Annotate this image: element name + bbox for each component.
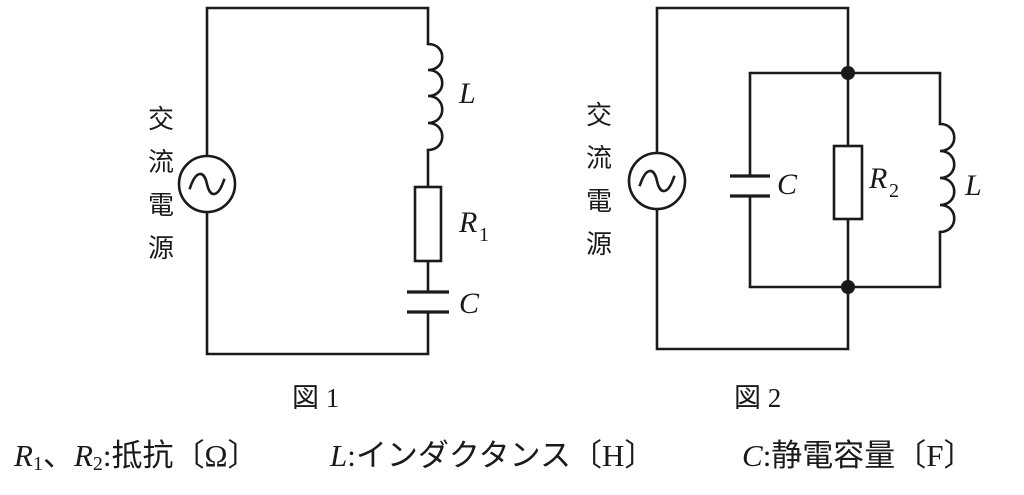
legend-resistance-text: :抵抗〔Ω〕 xyxy=(102,438,259,473)
fig1-source-char-3: 電 xyxy=(148,191,174,220)
fig1-inductor xyxy=(426,42,444,152)
fig2-source-char-3: 電 xyxy=(586,187,612,216)
fig1-source-char-1: 交 xyxy=(148,105,174,134)
fig2-junction-bottom xyxy=(841,280,855,294)
fig2-capacitor xyxy=(730,174,770,198)
legend-l-symbol: L xyxy=(330,438,348,473)
fig1-wire-loop xyxy=(205,6,430,356)
fig2-source-char-2: 流 xyxy=(586,144,612,173)
legend-r1-sub: 1 xyxy=(32,453,43,475)
symbol-legend: R1、R2:抵抗〔Ω〕 L:インダクタンス〔H〕 C:静電容量〔F〕 xyxy=(0,422,1024,482)
legend-comma: 、 xyxy=(42,438,74,473)
fig1-capacitor xyxy=(407,290,449,314)
figure-2: 交 流 電 源 C R 2 L 図 2 xyxy=(586,6,982,413)
fig1-inductor-label: L xyxy=(458,77,476,110)
legend-r2-symbol: R xyxy=(73,438,93,473)
fig1-caption: 図 1 xyxy=(292,383,339,413)
fig2-ac-source xyxy=(627,151,687,211)
fig2-source-char-1: 交 xyxy=(586,101,612,130)
fig2-caption: 図 2 xyxy=(734,383,781,413)
legend-r1-symbol: R xyxy=(14,438,33,473)
fig2-capacitor-label: C xyxy=(777,168,798,201)
fig2-wire-loop xyxy=(655,6,942,351)
legend-inductance: L:インダクタンス〔H〕 xyxy=(330,430,655,475)
legend-capacitance-text: :静電容量〔F〕 xyxy=(762,438,975,473)
fig1-source-char-4: 源 xyxy=(148,234,174,263)
legend-capacitance: C:静電容量〔F〕 xyxy=(742,430,975,475)
figure-1: 交 流 電 源 L R 1 C 図 1 xyxy=(148,6,489,413)
legend-c-symbol: C xyxy=(742,438,763,473)
legend-inductance-text: :インダクタンス〔H〕 xyxy=(347,438,656,473)
fig2-junction-top xyxy=(841,66,855,80)
fig1-capacitor-label: C xyxy=(459,287,480,320)
fig1-ac-source xyxy=(177,154,237,214)
fig1-resistor-subscript: 1 xyxy=(479,224,489,246)
fig1-resistor-label: R xyxy=(458,206,477,239)
legend-r2-sub: 2 xyxy=(92,453,103,475)
fig2-resistor-label: R xyxy=(868,162,887,195)
fig2-inductor xyxy=(938,122,956,234)
fig2-resistor xyxy=(832,144,864,221)
fig1-source-char-2: 流 xyxy=(148,148,174,177)
fig2-source-char-4: 源 xyxy=(586,230,612,259)
fig2-resistor-subscript: 2 xyxy=(889,180,899,202)
fig1-resistor xyxy=(413,185,443,263)
fig2-inductor-label: L xyxy=(964,169,982,202)
legend-resistance: R1、R2:抵抗〔Ω〕 xyxy=(14,430,259,476)
